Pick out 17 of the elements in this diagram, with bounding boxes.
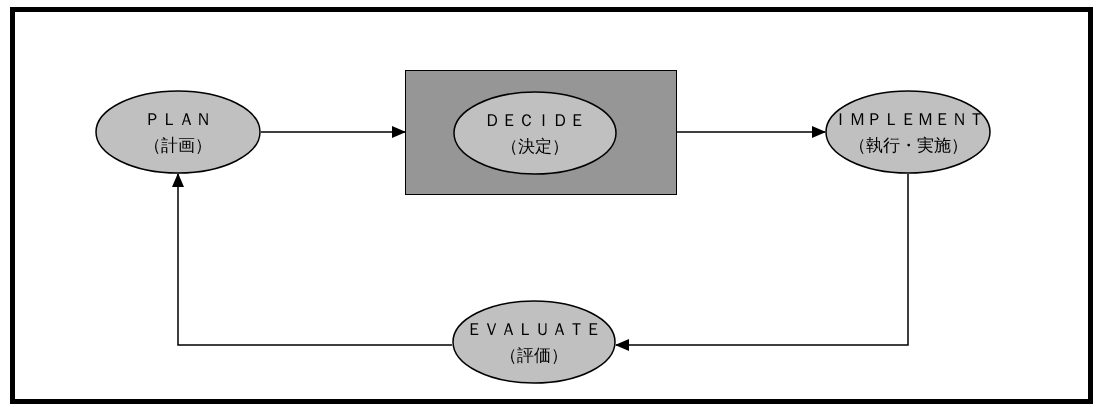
ellipse-node <box>452 300 616 384</box>
node-title: ＥＶＡＬＵＡＴＥ <box>466 319 602 339</box>
arrow <box>615 173 909 351</box>
ellipse-node <box>453 91 617 175</box>
node-title: ＩＭＰＬＥＭＥＮＴ <box>831 109 985 129</box>
node-title: ＤＥＣＩＤＥ <box>484 110 586 130</box>
ellipse-node <box>95 90 261 174</box>
arrow <box>172 173 453 346</box>
node-subtitle: （決定） <box>501 136 569 156</box>
ellipse-node <box>825 90 991 174</box>
arrow <box>260 126 406 138</box>
node-subtitle: （計画） <box>144 135 212 155</box>
node-subtitle: （評価） <box>500 345 568 365</box>
node-subtitle: （執行・実施） <box>848 135 968 155</box>
arrow <box>676 126 826 138</box>
process-box <box>405 70 677 195</box>
node-title: ＰＬＡＮ <box>144 109 212 129</box>
